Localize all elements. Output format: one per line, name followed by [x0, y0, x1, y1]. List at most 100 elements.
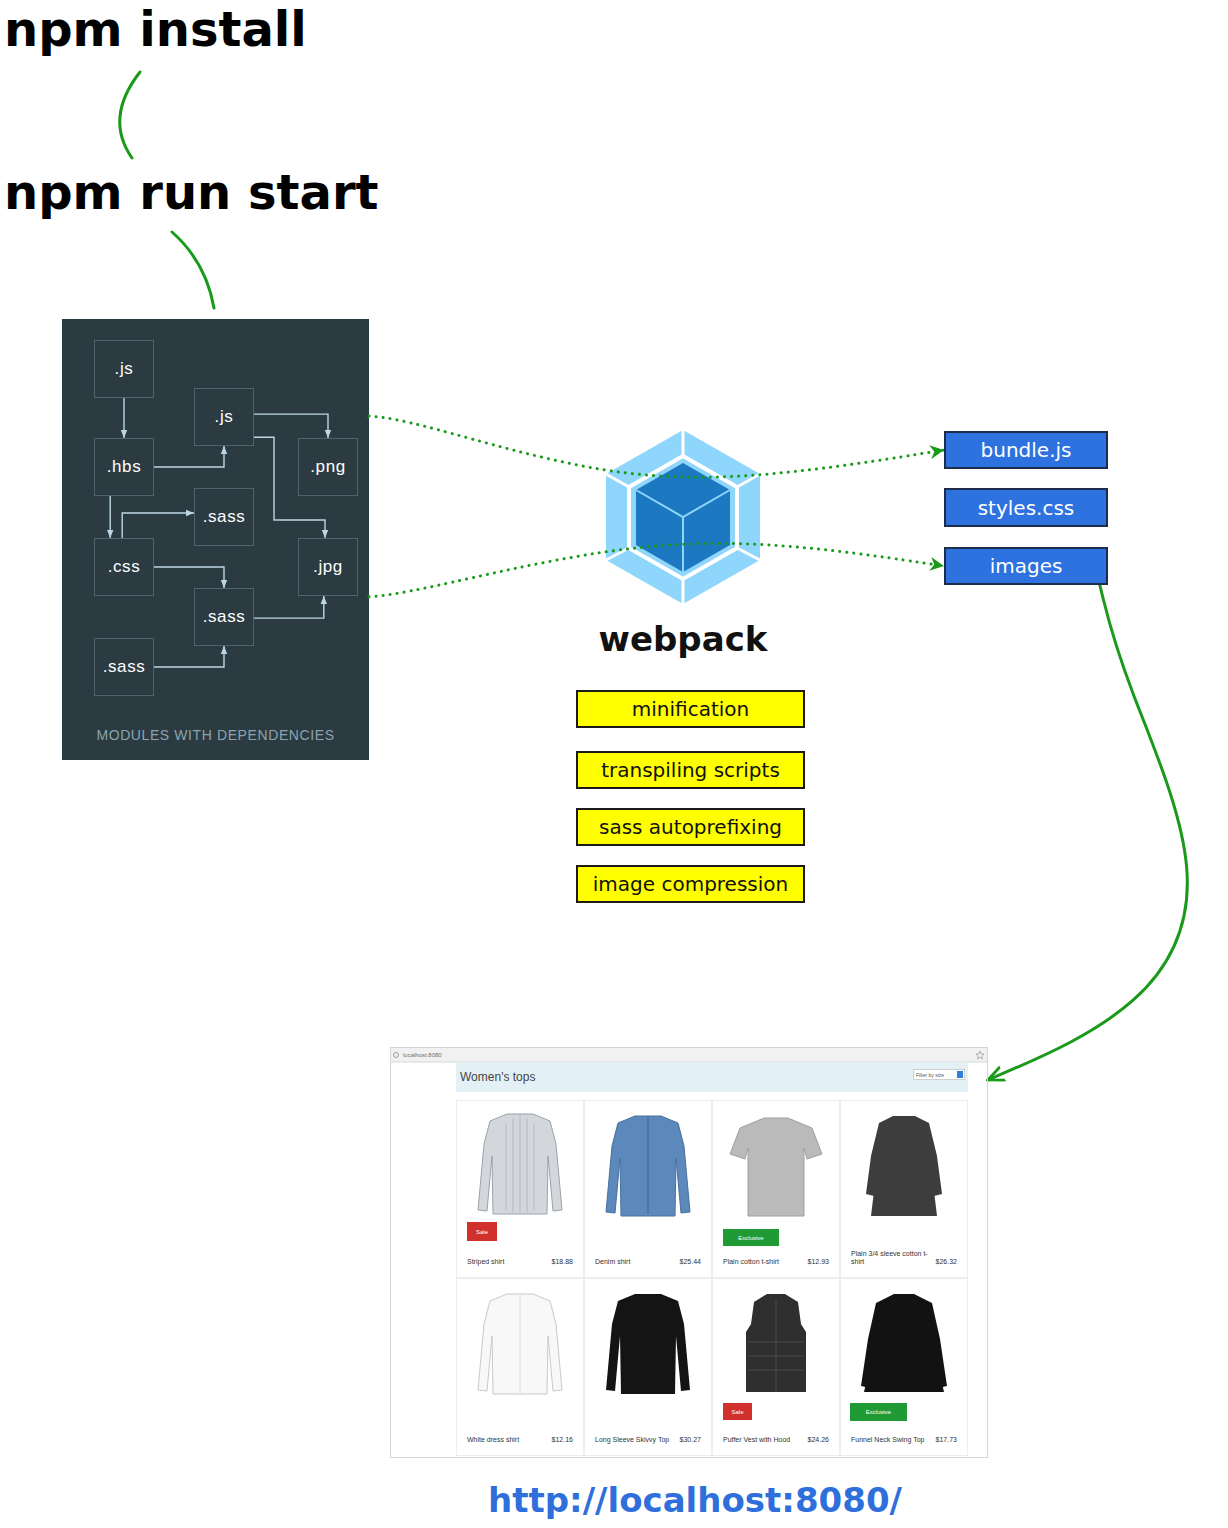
module-label: .jpg	[313, 557, 343, 577]
serve-arrow	[988, 585, 1187, 1080]
page-title: Women's tops	[460, 1070, 535, 1084]
file-name: styles.css	[978, 496, 1075, 520]
product-image	[478, 1294, 562, 1394]
module-label: .png	[310, 457, 346, 477]
product-image	[730, 1118, 822, 1216]
product-price: $12.16	[552, 1436, 573, 1445]
shirt-placket	[520, 1294, 521, 1394]
dependency-arrow	[154, 446, 224, 467]
feature-tag: transpiling scripts	[576, 751, 805, 789]
product-image	[606, 1116, 690, 1216]
panel-ground	[62, 319, 369, 760]
output-file: styles.css	[944, 488, 1108, 527]
module-box: .css	[94, 538, 154, 596]
product-name: Striped shirt	[467, 1258, 504, 1267]
build-flow-arrow	[369, 416, 944, 477]
product-card: ExclusivePlain cotton t-shirt $12.93	[712, 1100, 840, 1278]
exclusive-badge: Exclusive	[850, 1403, 907, 1421]
module-label: .sass	[203, 507, 246, 527]
module-label: .sass	[203, 607, 246, 627]
module-box: .hbs	[94, 438, 154, 496]
module-label: .sass	[103, 657, 146, 677]
product-name: Long Sleeve Skivvy Top	[595, 1436, 669, 1445]
feature-name: image compression	[593, 872, 788, 896]
product-name: Denim shirt	[595, 1258, 630, 1267]
build-flow-arrow	[369, 543, 944, 596]
address-bar	[390, 1047, 988, 1062]
product-image	[606, 1294, 690, 1394]
feature-tag: image compression	[576, 865, 805, 903]
dependency-arrow	[109, 496, 110, 538]
product-price: $18.88	[552, 1258, 573, 1267]
product-name: Plain 3/4 sleeve cotton t-shirt	[851, 1250, 932, 1268]
dependency-arrow	[154, 567, 224, 588]
product-name: Plain cotton t-shirt	[723, 1258, 779, 1267]
dependency-arrow	[254, 596, 324, 618]
dependency-arrow	[154, 646, 224, 667]
filter-button: Filter by size	[913, 1069, 965, 1080]
product-price: $24.26	[808, 1436, 829, 1445]
dependency-arrow	[122, 513, 194, 538]
dependency-arrow	[254, 414, 328, 438]
dependency-arrow	[123, 398, 124, 438]
product-name: Puffer Vest with Hood	[723, 1436, 790, 1445]
flow-curve	[120, 72, 140, 158]
shirt-placket	[648, 1116, 649, 1214]
browser-window: Filter by sizeWomen's topsSaleStriped sh…	[390, 1047, 988, 1458]
command-text: npm run start	[4, 163, 604, 221]
module-label: .css	[108, 557, 141, 577]
product-card: Denim shirt $25.44	[584, 1100, 712, 1278]
module-box: .js	[94, 340, 154, 398]
feature-tag: sass autoprefixing	[576, 808, 805, 846]
product-card: SalePuffer Vest with Hood $24.26	[712, 1278, 840, 1456]
badge-label: Sale	[476, 1229, 488, 1235]
module-box: .js	[194, 388, 254, 446]
star-icon	[976, 1051, 984, 1059]
webpack-logo: webpack	[583, 425, 783, 660]
address-text: localhost:8080	[403, 1048, 442, 1062]
command-text: npm install	[4, 0, 604, 58]
webpack-cube-spokes	[606, 430, 760, 604]
product-card: Plain 3/4 sleeve cotton t-shirt$26.32	[840, 1100, 968, 1278]
module-box: .png	[298, 438, 358, 496]
product-name: Funnel Neck Swing Top	[851, 1436, 924, 1445]
product-image	[746, 1294, 806, 1392]
shirt-stripes	[506, 1114, 534, 1214]
logo-caption: webpack	[599, 619, 768, 660]
webpack-cube-outer	[606, 430, 760, 604]
sale-badge: Sale	[467, 1222, 497, 1241]
product-price: $12.93	[808, 1258, 829, 1267]
info-icon	[394, 1053, 399, 1058]
product-card: White dress shirt $12.16	[456, 1278, 584, 1456]
product-name: White dress shirt	[467, 1436, 519, 1445]
url-text: http://localhost:8080/	[395, 1478, 995, 1522]
webpack-cube-inner	[636, 463, 730, 572]
product-image	[866, 1116, 942, 1216]
module-box: .sass	[94, 638, 154, 696]
product-card: ExclusiveFunnel Neck Swing Top$17.73	[840, 1278, 968, 1456]
webpack-cube-faces	[636, 490, 730, 572]
vest-quilting	[748, 1300, 804, 1392]
flow-curve	[172, 232, 214, 308]
feature-name: sass autoprefixing	[599, 815, 782, 839]
product-image	[478, 1114, 562, 1214]
output-file: images	[944, 547, 1108, 585]
module-box: .jpg	[298, 538, 358, 596]
module-box: .sass	[194, 588, 254, 646]
module-label: .js	[115, 359, 134, 379]
panel-caption: MODULES WITH DEPENDENCIES	[96, 727, 334, 743]
exclusive-badge: Exclusive	[723, 1229, 779, 1246]
product-image	[861, 1294, 947, 1392]
product-card: Long Sleeve Skivvy Top $30.27	[584, 1278, 712, 1456]
button-label: Filter by size	[916, 1072, 944, 1078]
page-header: Filter by size Women's tops	[456, 1062, 968, 1092]
product-price: $30.27	[680, 1436, 701, 1445]
modules-panel: .js .js .hbs .png .sass .css .jpg .sass .sassMOD…	[62, 319, 369, 760]
feature-tag: minification	[576, 690, 805, 728]
product-card: SaleStriped shirt $18.88	[456, 1100, 584, 1278]
module-box: .sass	[194, 488, 254, 546]
feature-name: minification	[632, 697, 749, 721]
product-price: $25.44	[680, 1258, 701, 1267]
sale-badge: Sale	[723, 1403, 752, 1420]
